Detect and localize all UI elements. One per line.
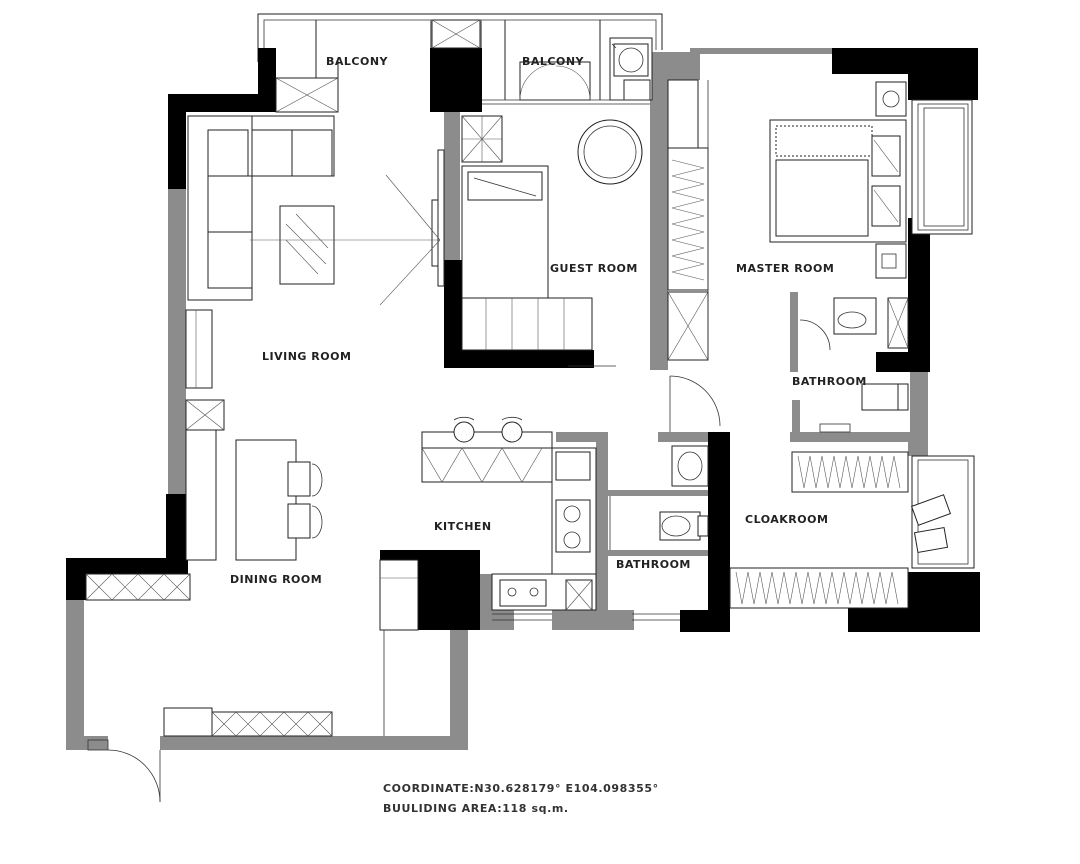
label-dining-room: DINING ROOM: [230, 573, 322, 586]
master-room-furniture: [769, 81, 973, 279]
label-living-room: LIVING ROOM: [262, 350, 351, 363]
plan-info: COORDINATE:N30.628179° E104.098355° BUUL…: [383, 782, 659, 815]
kitchen-furniture: [421, 416, 597, 621]
label-cloakroom: CLOAKROOM: [745, 513, 828, 526]
label-guest-room: GUEST ROOM: [550, 262, 638, 275]
room-labels: BALCONY BALCONY GUEST ROOM MASTER ROOM L…: [230, 55, 867, 586]
common-bathroom-furniture: [609, 445, 709, 621]
left-balcony-furniture: [275, 19, 481, 113]
master-bathroom-furniture: [799, 297, 909, 433]
right-balcony-furniture: [482, 37, 653, 105]
building-area-text: BUULIDING AREA:118 sq.m.: [383, 802, 569, 815]
coordinate-text: COORDINATE:N30.628179° E104.098355°: [383, 782, 659, 795]
label-balcony-left: BALCONY: [326, 55, 389, 68]
top-balcony-outline: [257, 13, 663, 112]
living-room-furniture: [185, 115, 445, 561]
label-balcony-right: BALCONY: [522, 55, 585, 68]
label-master-room: MASTER ROOM: [736, 262, 834, 275]
label-kitchen: KITCHEN: [434, 520, 492, 533]
label-bathroom-master: BATHROOM: [792, 375, 867, 388]
dining-room-furniture: [85, 439, 419, 803]
cloakroom-furniture: [729, 451, 975, 609]
label-bathroom-common: BATHROOM: [616, 558, 691, 571]
guest-room-furniture: [461, 115, 643, 367]
wardrobe: [667, 79, 721, 432]
